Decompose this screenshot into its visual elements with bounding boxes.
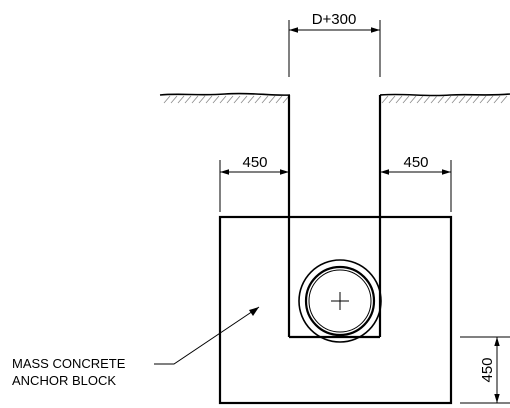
dimension-bottom-depth: 450 [460, 336, 510, 404]
ground-hatch-stroke [275, 95, 283, 104]
ground-hatch-stroke [261, 95, 269, 104]
ground-hatch-stroke [409, 95, 417, 104]
ground-hatch-stroke [170, 95, 178, 104]
ground-hatch-stroke [254, 95, 262, 104]
ground-hatch-stroke [479, 95, 487, 104]
leader-arrowhead [249, 307, 259, 316]
ground-hatch-stroke [212, 95, 220, 104]
ground-hatch-stroke [493, 95, 501, 104]
dimension-trench-width: D+300 [288, 11, 381, 77]
ground-hatch-stroke [388, 95, 396, 104]
ground-hatch-stroke [205, 95, 213, 104]
ground-hatch-stroke [423, 95, 431, 104]
anchor-block-note: MASS CONCRETE ANCHOR BLOCK [12, 306, 260, 388]
ground-hatch-stroke [219, 95, 227, 104]
dimension-left-offset: 450 [219, 154, 289, 212]
ground-surface [159, 92, 510, 97]
ground-hatch-stroke [184, 95, 192, 104]
ground-hatch-stroke [177, 95, 185, 104]
dimension-right-offset: 450 [380, 154, 452, 212]
ground-hatch-stroke [247, 95, 255, 104]
ground-hatch-stroke [191, 95, 199, 104]
note-line-2: ANCHOR BLOCK [12, 373, 116, 388]
ground-hatch-stroke [268, 95, 276, 104]
ground-hatch-stroke [233, 95, 241, 104]
dimension-label-right-offset: 450 [403, 154, 428, 171]
pipe-section [298, 259, 382, 343]
ground-hatching [163, 95, 290, 104]
ground-hatch-stroke [381, 95, 389, 104]
ground-hatch-stroke [395, 95, 403, 104]
ground-hatching [381, 95, 508, 104]
ground-hatch-stroke [437, 95, 445, 104]
ground-hatch-stroke [402, 95, 410, 104]
ground-hatch-stroke [163, 95, 171, 104]
ground-hatch-stroke [458, 95, 466, 104]
ground-hatch-stroke [240, 95, 248, 104]
ground-hatch-stroke [500, 95, 508, 104]
ground-hatch-stroke [416, 95, 424, 104]
ground-hatch-stroke [198, 95, 206, 104]
anchor-block-outline [218, 215, 453, 405]
ground-hatch-stroke [444, 95, 452, 104]
ground-hatch-stroke [226, 95, 234, 104]
dimension-label-trench-width: D+300 [312, 11, 357, 28]
ground-hatch-stroke [486, 95, 494, 104]
dimension-label-left-offset: 450 [242, 154, 267, 171]
ground-hatch-stroke [451, 95, 459, 104]
ground-hatch-stroke [472, 95, 480, 104]
dimension-label-bottom-depth: 450 [479, 357, 496, 382]
ground-hatch-stroke [430, 95, 438, 104]
note-line-1: MASS CONCRETE [12, 356, 126, 371]
ground-hatch-stroke [465, 95, 473, 104]
